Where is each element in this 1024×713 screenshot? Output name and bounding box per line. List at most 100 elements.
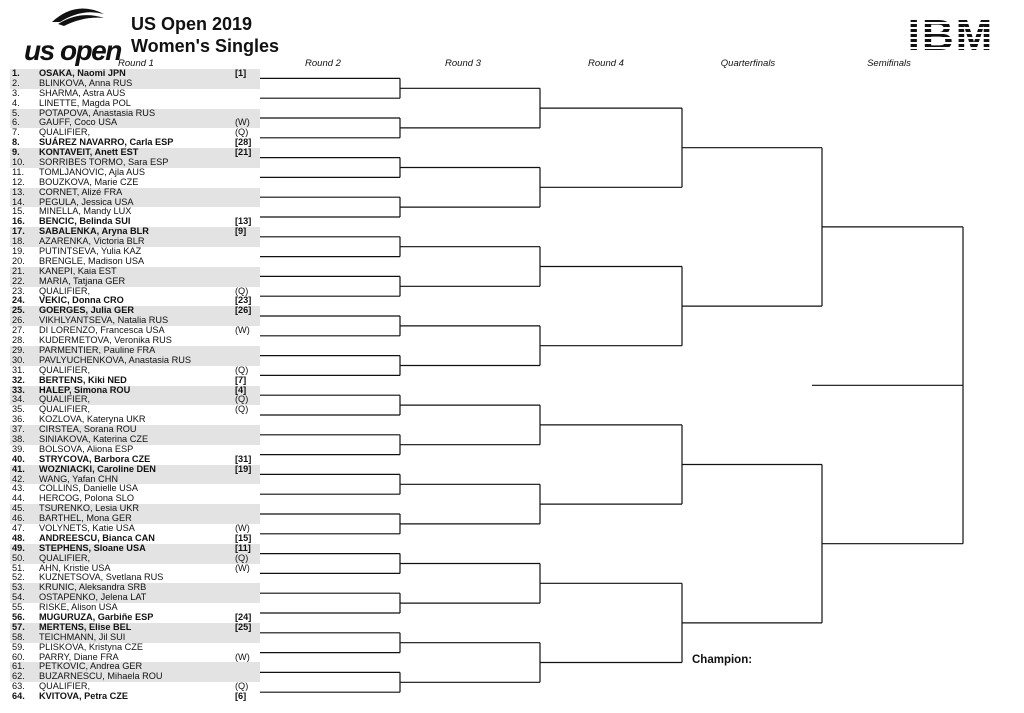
draw-number: 38. <box>12 433 25 444</box>
draw-number: 49. <box>12 542 25 553</box>
player-row: 18. AZARENKA, Victoria BLR <box>10 236 260 248</box>
draw-number: 44. <box>12 493 25 504</box>
player-row: 34.QUALIFIER,(Q) <box>10 394 260 406</box>
player-name: RISKE, Alison USA <box>39 602 118 613</box>
player-row: 63.QUALIFIER,(Q) <box>10 681 260 692</box>
player-row: 28.KUDERMETOVA, Veronika RUS <box>10 335 260 346</box>
player-name: GAUFF, Coco USA <box>39 117 118 128</box>
draw-number: 43. <box>12 483 25 494</box>
player-name: KRUNIC, Aleksandra SRB <box>39 582 147 593</box>
player-row: 43.COLLINS, Danielle USA <box>10 484 260 494</box>
player-name: BUZARNESCU, Mihaela ROU <box>39 671 163 682</box>
draw-number: 36. <box>12 414 25 425</box>
player-row: 33.HALEP, Simona ROU[4] <box>10 384 260 396</box>
draw-number: 51. <box>12 562 25 573</box>
player-name: AZARENKA, Victoria BLR <box>39 236 145 247</box>
player-name: OSAKA, Naomi JPN <box>39 68 126 78</box>
player-row: 9.KONTAVEIT, Anett EST[21] <box>10 147 260 159</box>
player-name: LINETTE, Magda POL <box>39 97 131 108</box>
round-header-quarterfinals: Quarterfinals <box>720 58 776 69</box>
player-seed: [28] <box>235 137 252 148</box>
player-row: 31.QUALIFIER,(Q) <box>10 364 260 376</box>
player-row: 36.KOZLOVA, Kateryna UKR <box>10 414 260 425</box>
player-seed: (W) <box>235 562 250 573</box>
player-row: 3. SHARMA, Astra AUS <box>10 87 260 99</box>
player-row: 60.PARRY, Diane FRA(W) <box>10 651 260 663</box>
draw-number: 39. <box>12 443 25 454</box>
player-row: 52.KUZNETSOVA, Svetlana RUS <box>10 573 260 583</box>
draw-number: 2. <box>12 77 20 88</box>
player-row: 55.RISKE, Alison USA <box>10 602 260 613</box>
draw-number: 17. <box>12 226 25 237</box>
player-name: VIKHLYANTSEVA, Natalia RUS <box>39 315 169 326</box>
svg-text:us open: us open <box>24 35 121 66</box>
player-row: 62.BUZARNESCU, Mihaela ROU <box>10 671 260 683</box>
player-name: PUTINTSEVA, Yulia KAZ <box>39 246 142 257</box>
champion-label: Champion: <box>692 654 753 666</box>
player-row: 45.TSURENKO, Lesia UKR <box>10 503 260 515</box>
player-name: QUALIFIER, <box>39 364 91 375</box>
player-seed: [7] <box>235 374 247 385</box>
player-name: PAVLYUCHENKOVA, Anastasia RUS <box>39 354 191 365</box>
player-seed: (Q) <box>235 404 249 415</box>
player-row: 2.BLINKOVA, Anna RUS <box>10 77 260 89</box>
player-seed: (W) <box>235 522 250 533</box>
player-name: HERCOG, Polona SLO <box>39 493 134 504</box>
player-seed: [9] <box>235 226 247 237</box>
player-row: 54.OSTAPENKO, Jelena LAT <box>10 592 260 604</box>
player-row: 46. BARTHEL, Mona GER <box>10 513 260 524</box>
player-name: SHARMA, Astra AUS <box>39 87 126 98</box>
player-row: 16.BENCIC, Belinda SUI[13] <box>10 216 260 227</box>
draw-number: 34. <box>12 394 25 405</box>
player-row: 30. PAVLYUCHENKOVA, Anastasia RUS <box>10 354 260 366</box>
draw-number: 18. <box>12 236 25 247</box>
player-seed: (Q) <box>235 127 249 138</box>
draw-number: 4. <box>12 97 20 108</box>
draw-number: 46. <box>12 513 25 524</box>
player-name: QUALIFIER, <box>39 394 91 405</box>
draw-number: 26. <box>12 315 25 326</box>
ibm-logo: IBM <box>907 14 995 52</box>
player-row: 38.SINIAKOVA, Katerina CZE <box>10 433 260 445</box>
player-name: TEICHMANN, Jil SUI <box>39 631 126 642</box>
player-name: POTAPOVA, Anastasia RUS <box>39 107 156 118</box>
draw-number: 58. <box>12 631 25 642</box>
player-name: BARTHEL, Mona GER <box>39 513 132 524</box>
player-seed: [6] <box>235 691 247 702</box>
draw-number: 47. <box>12 522 25 533</box>
draw-number: 21. <box>12 265 25 276</box>
player-name: WANG, Yafan CHN <box>39 473 118 484</box>
player-row: 4. LINETTE, Magda POL <box>10 97 260 109</box>
player-name: STEPHENS, Sloane USA <box>39 542 146 553</box>
player-row: 48.ANDREESCU, Bianca CAN[15] <box>10 532 260 544</box>
player-name: OSTAPENKO, Jelena LAT <box>39 592 147 603</box>
draw-number: 13. <box>12 186 25 197</box>
draw-number: 19. <box>12 246 25 257</box>
page-subtitle: Women's Singles <box>131 36 279 56</box>
player-row: 35.QUALIFIER,(Q) <box>10 404 260 415</box>
player-name: QUALIFIER, <box>39 404 91 415</box>
player-name: MERTENS, Elise BEL <box>39 621 132 632</box>
player-seed: (Q) <box>235 552 249 563</box>
player-seed: [4] <box>235 384 247 395</box>
draw-number: 3. <box>12 87 20 98</box>
player-row: 6.GAUFF, Coco USA(W) <box>10 117 260 129</box>
draw-number: 42. <box>12 473 25 484</box>
draw-number: 7. <box>12 127 20 138</box>
player-seed: (W) <box>235 117 250 128</box>
player-row: 15.MINELLA, Mandy LUX <box>10 207 260 217</box>
player-row: 50.QUALIFIER,(Q) <box>10 552 260 564</box>
draw-number: 27. <box>12 325 25 336</box>
player-seed: [15] <box>235 532 252 543</box>
player-name: KONTAVEIT, Anett EST <box>39 147 139 158</box>
player-row: 59.PLISKOVA, Kristyna CZE <box>10 642 260 653</box>
draw-number: 22. <box>12 275 25 286</box>
draw-number: 60. <box>12 651 25 662</box>
player-row: 22.MARIA, Tatjana GER <box>10 275 260 287</box>
player-name: MINELLA, Mandy LUX <box>39 206 132 217</box>
player-name: BRENGLE, Madison USA <box>39 255 145 266</box>
draw-number: 10. <box>12 157 25 168</box>
player-seed: (Q) <box>235 681 249 692</box>
draw-number: 30. <box>12 354 25 365</box>
